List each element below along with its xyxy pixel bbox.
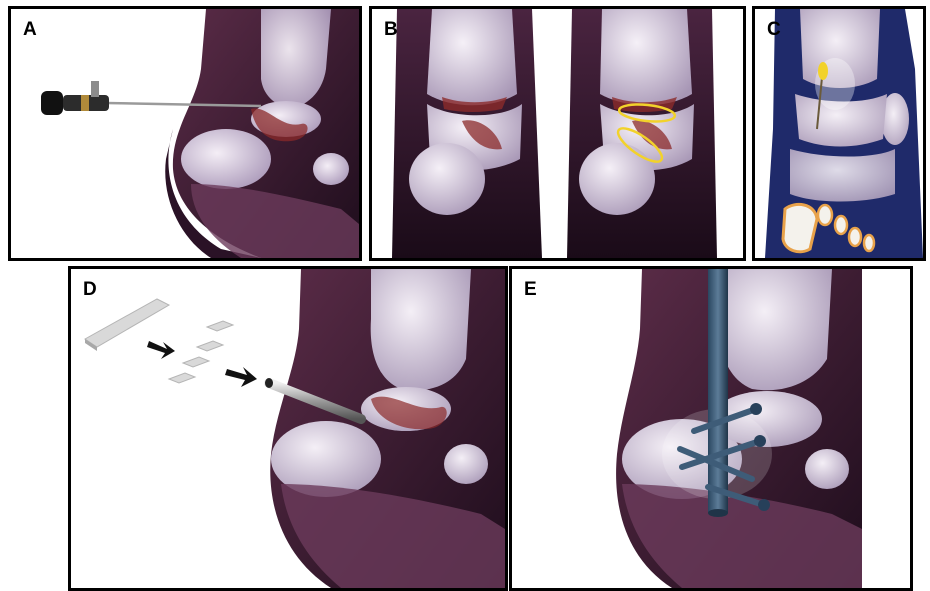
navicular-bone xyxy=(444,444,488,484)
left-calcaneus xyxy=(409,143,485,215)
left-tibia xyxy=(427,9,517,105)
panel-a: A xyxy=(8,6,362,261)
panel-e: E xyxy=(509,266,913,591)
guide-wire-tip xyxy=(818,62,828,80)
tibia-bone xyxy=(371,269,471,390)
navicular-bone xyxy=(313,153,349,185)
panel-e-illustration xyxy=(512,269,910,588)
panel-a-illustration xyxy=(11,9,359,258)
panel-c-label: C xyxy=(767,19,781,41)
panel-d-illustration xyxy=(71,269,505,588)
arthroscope-port xyxy=(91,81,99,97)
panel-b-illustration xyxy=(372,9,743,258)
arrow-2 xyxy=(225,367,257,387)
right-tibia xyxy=(600,9,692,105)
tibia-bone xyxy=(719,269,832,390)
graft-pieces xyxy=(169,321,233,383)
navicular-bone xyxy=(805,449,849,489)
graft-piece-1 xyxy=(207,321,233,331)
metatarsal-1 xyxy=(783,204,817,251)
metatarsal-2 xyxy=(818,205,832,225)
panel-b-label: B xyxy=(384,19,398,41)
panel-c: C xyxy=(752,6,926,261)
arthroscope-eyepiece xyxy=(41,91,63,115)
tarsal-bones xyxy=(790,149,895,202)
graft-piece-4 xyxy=(169,373,195,383)
metatarsal-4 xyxy=(849,228,861,246)
arthroscope-ring xyxy=(81,95,89,111)
panel-d: D xyxy=(68,266,508,591)
metatarsal-5 xyxy=(864,235,874,251)
panel-e-label: E xyxy=(524,279,537,301)
intramedullary-nail xyxy=(708,269,728,513)
right-calcaneus xyxy=(579,143,655,215)
panel-b: B xyxy=(369,6,746,261)
bone-graft-strip xyxy=(85,299,169,347)
calcaneus-bone xyxy=(181,129,271,189)
graft-piece-3 xyxy=(183,357,209,367)
panel-c-illustration xyxy=(755,9,923,258)
panel-a-label: A xyxy=(23,19,37,41)
panel-d-label: D xyxy=(83,279,97,301)
metatarsal-3 xyxy=(835,216,847,234)
nail-end-cap xyxy=(708,509,728,517)
arrow-1 xyxy=(147,341,175,359)
graft-piece-2 xyxy=(197,341,223,351)
